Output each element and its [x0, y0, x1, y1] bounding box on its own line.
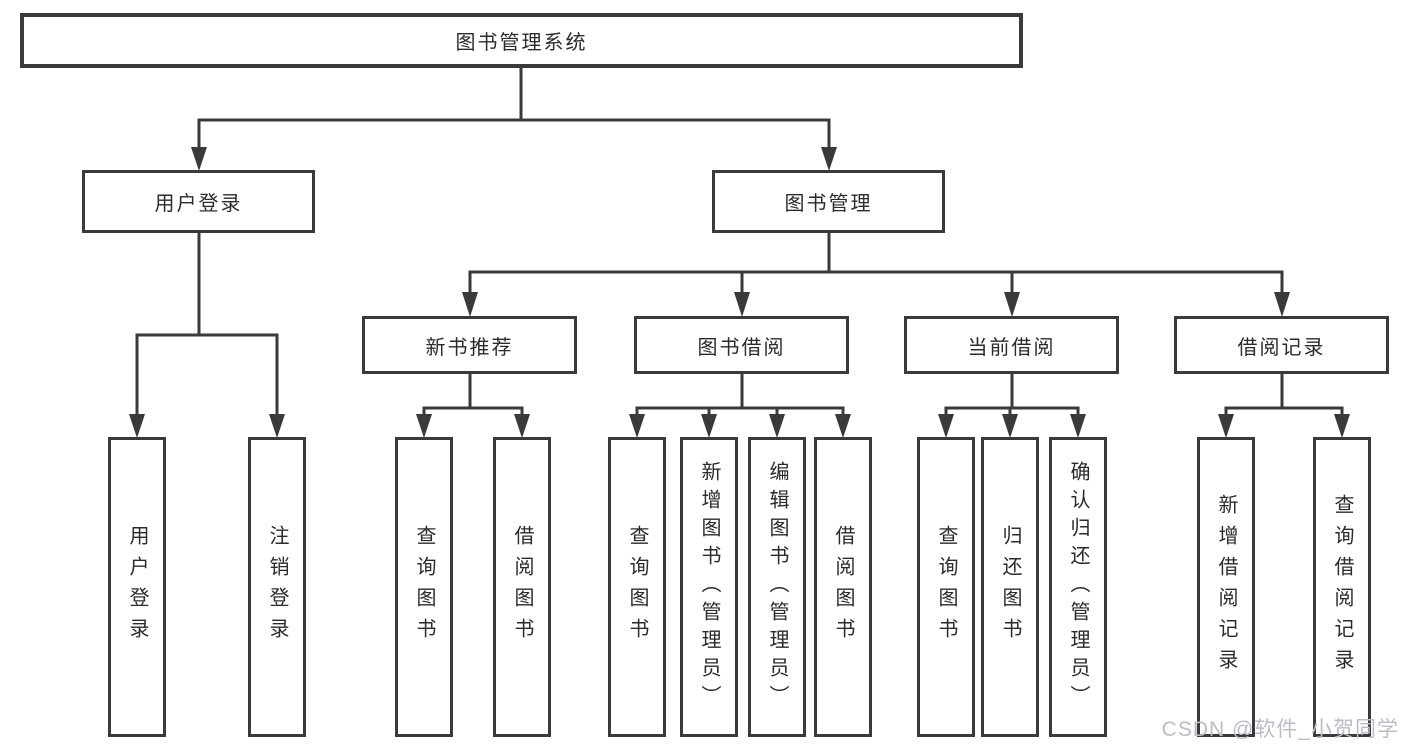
- leaf-current-query: 查询图书: [917, 437, 975, 737]
- leaf-records-query: 查询借阅记录: [1313, 437, 1371, 737]
- leaf-records-add: 新增借阅记录: [1197, 437, 1255, 737]
- leaf-user-login: 用户登录: [108, 437, 166, 737]
- leaf-borrow-add-label: 新增图书（管理员）: [698, 461, 720, 713]
- node-current-borrow: 当前借阅: [904, 316, 1119, 374]
- leaf-borrow-borrow: 借阅图书: [814, 437, 872, 737]
- node-book-borrow-label: 图书借阅: [697, 336, 786, 359]
- leaf-borrow-query: 查询图书: [608, 437, 666, 737]
- leaf-records-query-label: 查询借阅记录: [1331, 494, 1353, 680]
- connector-bookmgmt-to-level3: [462, 233, 1290, 317]
- leaf-user-login-label: 用户登录: [126, 525, 148, 649]
- node-new-books-label: 新书推荐: [425, 336, 514, 359]
- node-borrow-records: 借阅记录: [1174, 316, 1389, 374]
- leaf-logout: 注销登录: [248, 437, 306, 737]
- leaf-newbooks-borrow-label: 借阅图书: [511, 525, 533, 649]
- leaf-current-return: 归还图书: [981, 437, 1039, 737]
- node-book-borrow: 图书借阅: [634, 316, 849, 374]
- leaf-current-confirm: 确认归还（管理员）: [1049, 437, 1107, 737]
- node-user-login: 用户登录: [82, 170, 315, 233]
- connector-currentborrow-to-leaves: [938, 374, 1086, 438]
- node-new-books: 新书推荐: [362, 316, 577, 374]
- leaf-borrow-query-label: 查询图书: [626, 525, 648, 649]
- connector-newbooks-to-leaves: [416, 374, 530, 438]
- node-borrow-records-label: 借阅记录: [1237, 336, 1326, 359]
- leaf-logout-label: 注销登录: [266, 525, 288, 649]
- node-current-borrow-label: 当前借阅: [967, 336, 1056, 359]
- leaf-borrow-borrow-label: 借阅图书: [832, 525, 854, 649]
- leaf-newbooks-borrow: 借阅图书: [493, 437, 551, 737]
- leaf-current-return-label: 归还图书: [999, 525, 1021, 649]
- watermark-text: CSDN @软件_小贺同学: [1161, 718, 1399, 741]
- leaf-records-add-label: 新增借阅记录: [1215, 494, 1237, 680]
- leaf-borrow-edit: 编辑图书（管理员）: [748, 437, 806, 737]
- connector-root-to-level2: [191, 68, 837, 171]
- leaf-current-confirm-label: 确认归还（管理员）: [1067, 461, 1089, 713]
- leaf-current-query-label: 查询图书: [935, 525, 957, 649]
- connector-borrowrecords-to-leaves: [1218, 374, 1350, 438]
- node-book-mgmt-label: 图书管理: [784, 193, 873, 215]
- connector-bookborrow-to-leaves: [629, 374, 851, 438]
- leaf-borrow-add: 新增图书（管理员）: [680, 437, 738, 737]
- node-user-login-label: 用户登录: [154, 193, 243, 215]
- node-book-mgmt: 图书管理: [712, 170, 945, 233]
- leaf-newbooks-query: 查询图书: [395, 437, 453, 737]
- node-root: 图书管理系统: [20, 13, 1023, 68]
- node-root-label: 图书管理系统: [455, 32, 588, 54]
- leaf-newbooks-query-label: 查询图书: [413, 525, 435, 649]
- leaf-borrow-edit-label: 编辑图书（管理员）: [766, 461, 788, 713]
- connector-userlogin-to-leaves: [129, 233, 285, 438]
